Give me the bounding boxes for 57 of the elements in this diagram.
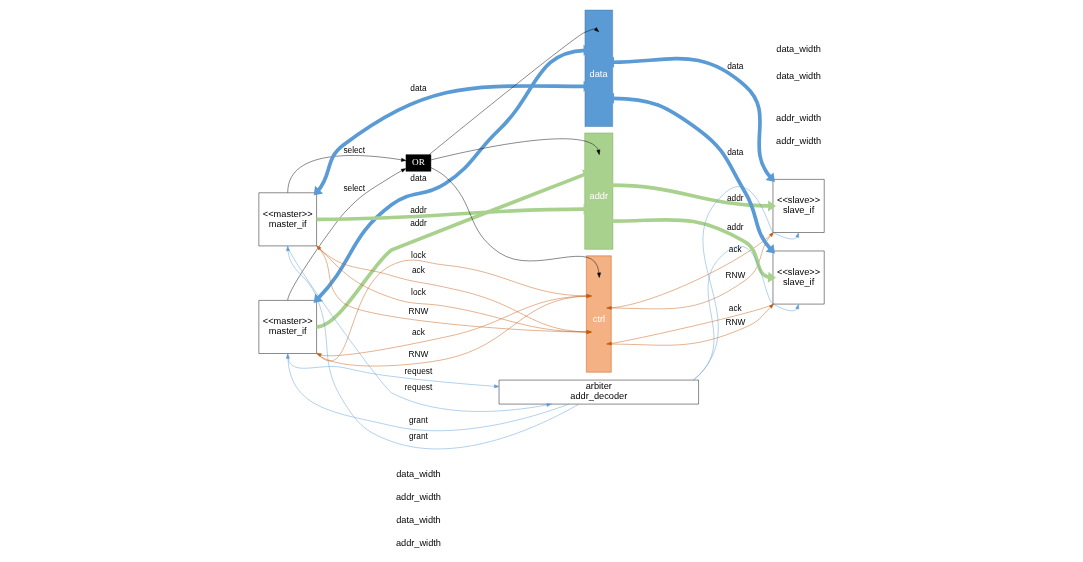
arrow	[609, 217, 776, 283]
arrow	[430, 167, 601, 278]
edge-label: RNW	[408, 306, 428, 317]
edge-label: RNW	[724, 316, 745, 327]
label: addr_width	[395, 491, 441, 502]
arrow	[315, 294, 592, 367]
edge-label: addr	[726, 222, 744, 233]
node-box: <<master>> master_if	[258, 300, 317, 354]
node-box: <<slave>> slave_if	[772, 179, 824, 233]
arrow	[315, 169, 591, 329]
edge-label: RNW	[724, 269, 745, 280]
arrow	[287, 353, 499, 389]
edge-label: ack	[411, 265, 425, 276]
arrow	[287, 245, 552, 412]
arrow	[609, 183, 776, 212]
arrow	[287, 155, 406, 193]
edge-label: lock	[410, 287, 426, 298]
edge-label: request	[404, 365, 432, 376]
edge-label: addr	[726, 192, 744, 203]
arrow	[692, 186, 799, 381]
edge-label: ack	[728, 302, 742, 313]
edge-label: request	[404, 382, 432, 393]
arrow	[428, 27, 599, 155]
arrow	[315, 259, 592, 362]
node-box: <<slave>> slave_if	[772, 250, 824, 305]
arrow	[285, 353, 569, 431]
edge-label: select	[342, 183, 365, 194]
node-box: <<master>> master_if	[258, 192, 317, 247]
edge-label: grant	[408, 430, 428, 441]
edge-label: addr	[409, 204, 427, 215]
arrow	[285, 245, 579, 450]
label: data_width	[775, 43, 821, 54]
label: addr_width	[775, 136, 821, 147]
arrow	[605, 232, 774, 310]
edge-label: grant	[408, 415, 428, 426]
label: data_width	[395, 514, 441, 525]
arrow	[430, 138, 600, 161]
label: addr_width	[775, 112, 821, 123]
arrow	[313, 44, 591, 303]
edge-label: data	[409, 173, 427, 184]
label: addr_width	[395, 537, 441, 548]
edge-label: lock	[410, 249, 426, 260]
arrow	[692, 246, 799, 381]
label: data_width	[775, 71, 821, 82]
edge-label: ack	[728, 243, 742, 254]
arrow	[315, 295, 592, 357]
edge-label: ack	[411, 326, 425, 337]
arrow	[605, 303, 774, 346]
edge-label: data	[409, 82, 427, 93]
edge-label: RNW	[408, 348, 428, 359]
node-box: OR	[405, 154, 431, 172]
edge-label: addr	[409, 218, 427, 229]
edge-label: select	[342, 145, 365, 155]
arrow	[287, 168, 406, 301]
label: data_width	[395, 468, 441, 479]
edge-label: data	[726, 147, 743, 158]
edge-label: data	[726, 61, 743, 72]
